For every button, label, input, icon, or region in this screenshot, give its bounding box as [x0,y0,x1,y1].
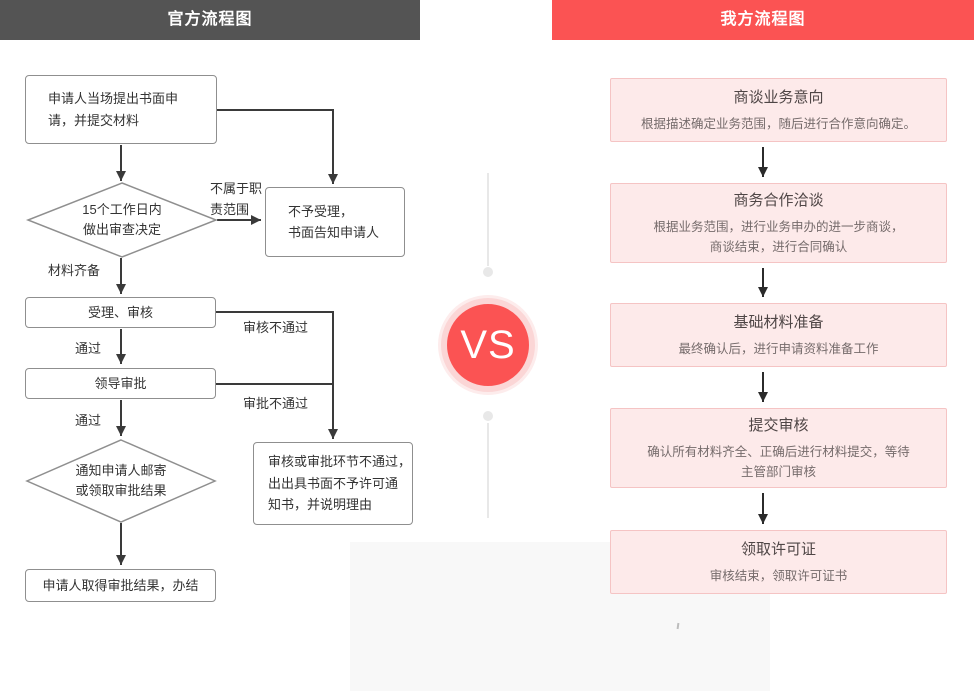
reject-box: 不予受理， 书面告知申请人 [265,187,405,257]
review-decision-diamond-shape [25,182,219,258]
accept-review-box: 受理、审核 [25,297,216,328]
step-title: 基础材料准备 [733,314,824,331]
review-decision-diamond-text: 15个工作日内 做出审查决定 [82,201,162,237]
step-desc: 审核结束，领取许可证书 [709,569,848,583]
vs-label: VS [460,322,516,367]
step-desc: 根据业务范围，进行业务申办的进一步商谈， 商谈结束，进行合同确认 [653,220,904,254]
leader-approval-box: 领导审批 [25,368,216,399]
step-title: 领取许可证 [740,541,816,558]
step-title: 提交审核 [748,417,809,434]
step-desc: 最终确认后，进行申请资料准备工作 [678,342,879,356]
step-get-license: 领取许可证 审核结束，领取许可证书 [610,530,947,594]
materials-ready-label: 材料齐备 [48,263,101,278]
step-submit-review: 提交审核 确认所有材料齐全、正确后进行材料提交，等待 主管部门审核 [610,408,947,488]
approval-fail-label: 审批不通过 [243,396,309,411]
official-flow-header: 官方流程图 [0,0,420,40]
notify-diamond-text: 通知申请人邮寄 或领取审批结果 [75,462,167,498]
step-desc: 根据描述确定业务范围，随后进行合作意向确定。 [640,117,916,131]
step-material-prep: 基础材料准备 最终确认后，进行申请资料准备工作 [610,303,947,367]
apply-box: 申请人当场提出书面申 请，并提交材料 [25,75,217,144]
vs-badge: VS [441,298,535,392]
notify-diamond-shape [25,439,217,523]
step-desc: 确认所有材料齐全、正确后进行材料提交，等待 主管部门审核 [647,445,910,479]
fail-notice-box: 审核或审批环节不通过， 出出具书面不予许可通 知书，并说明理由 [253,442,413,525]
pass-label-1: 通过 [75,341,102,356]
vs-connector [483,173,493,518]
step-title: 商务合作洽谈 [733,192,824,209]
step-negotiate-intent: 商谈业务意向 根据描述确定业务范围，随后进行合作意向确定。 [610,78,947,142]
our-flow-header: 我方流程图 [552,0,974,40]
step-title: 商谈业务意向 [733,89,824,106]
step-business-talks: 商务合作洽谈 根据业务范围，进行业务申办的进一步商谈， 商谈结束，进行合同确认 [610,183,947,263]
pass-label-2: 通过 [75,413,102,428]
review-fail-label: 审核不通过 [243,320,309,335]
result-box: 申请人取得审批结果，办结 [25,569,216,602]
not-in-scope-label: 不属于职 责范围 [210,181,263,217]
